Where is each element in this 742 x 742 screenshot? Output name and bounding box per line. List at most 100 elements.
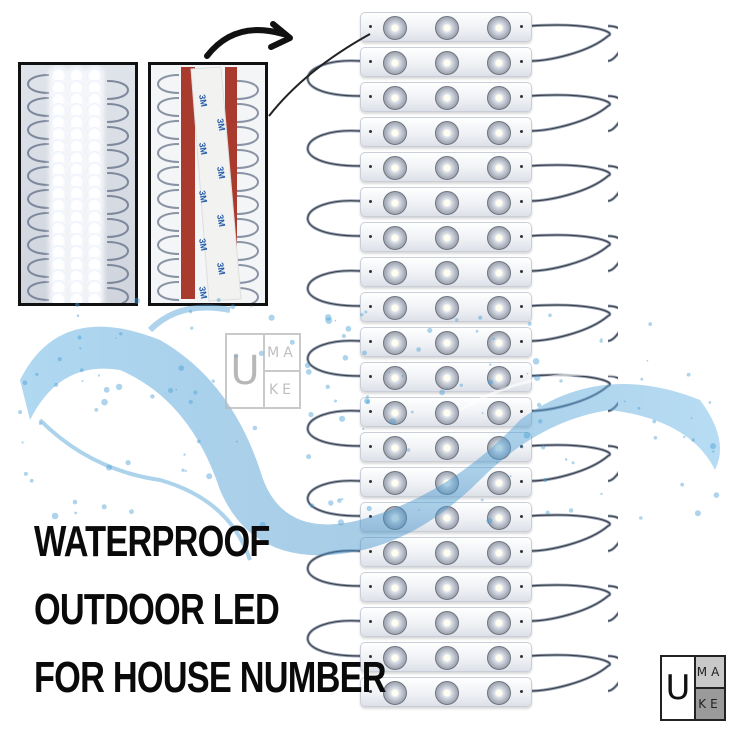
lit-led [87,138,102,154]
led-lens [435,16,459,40]
logo-bottom: KE [696,689,724,719]
led-module [360,187,532,217]
lit-led [87,103,102,119]
led-lens [435,681,459,705]
led-lens [435,296,459,320]
svg-text:3M: 3M [197,142,209,156]
inset-lit-leds [18,62,138,306]
led-lens [435,366,459,390]
led-module [360,397,532,427]
lit-led [51,209,66,225]
led-lens [435,121,459,145]
led-lens [383,681,407,705]
lit-led [51,68,66,83]
lit-led [87,127,102,142]
led-lens [435,156,459,180]
lit-led [69,280,84,296]
led-lens [487,401,511,425]
lit-led [51,127,66,142]
led-module [360,12,532,42]
lit-led [87,280,102,296]
lit-led [51,174,66,190]
led-lens [487,296,511,320]
led-module [360,677,532,707]
led-lens [487,436,511,460]
lit-led [51,79,66,95]
led-lens [383,191,407,215]
svg-text:3M: 3M [197,286,209,300]
led-lens [435,576,459,600]
led-module [360,537,532,567]
lit-led [69,150,84,166]
led-lens [435,471,459,495]
led-lens [487,681,511,705]
lit-led [87,256,102,272]
led-module [360,327,532,357]
led-lens [487,366,511,390]
led-module [360,572,532,602]
svg-text:3M: 3M [215,166,227,180]
lit-led [69,197,84,213]
lit-led [87,268,102,284]
led-lens [487,646,511,670]
led-lens [383,611,407,635]
svg-text:3M: 3M [215,118,227,132]
led-lens [487,156,511,180]
lit-led [51,280,66,296]
lit-led [51,150,66,166]
curved-arrow-icon [204,21,293,59]
lit-led [69,292,84,303]
lit-led [51,256,66,272]
led-lens [383,86,407,110]
lit-led [51,186,66,201]
led-lens [435,51,459,75]
lit-led [51,91,66,107]
headline-line-2: OUTDOOR LED [34,585,280,634]
watermark-top: MA [265,335,299,372]
lit-led [69,138,84,154]
watermark-bottom: KE [268,381,296,398]
lit-led [87,115,102,131]
lit-led [51,138,66,154]
led-module [360,222,532,252]
svg-text:3M: 3M [197,94,209,108]
led-lens [383,156,407,180]
lit-led [51,115,66,131]
lit-led [69,115,84,131]
led-lens [487,16,511,40]
led-lens [435,436,459,460]
led-lens [487,471,511,495]
headline-line-1: WATERPROOF [34,517,270,566]
led-lens [487,51,511,75]
lit-led [69,256,84,272]
led-lens [383,401,407,425]
svg-text:3M: 3M [215,214,227,228]
led-lens [435,226,459,250]
lit-led [51,103,66,119]
lit-led [51,245,66,260]
led-lens [487,226,511,250]
led-lens [435,331,459,355]
led-module [360,432,532,462]
lit-led [87,197,102,213]
led-lens [383,436,407,460]
led-module [360,467,532,497]
led-lens [383,576,407,600]
lit-led [69,91,84,107]
led-lens [487,86,511,110]
led-lens [487,331,511,355]
lit-led [69,268,84,284]
lit-led [87,245,102,260]
connector-wire [268,33,371,117]
lit-led [69,162,84,178]
led-lens [435,191,459,215]
lit-led [69,221,84,237]
lit-led [87,209,102,225]
lit-led [51,221,66,237]
led-lens [435,646,459,670]
headline-line-3: FOR HOUSE NUMBER [34,653,386,702]
led-lens [383,296,407,320]
led-module [360,152,532,182]
